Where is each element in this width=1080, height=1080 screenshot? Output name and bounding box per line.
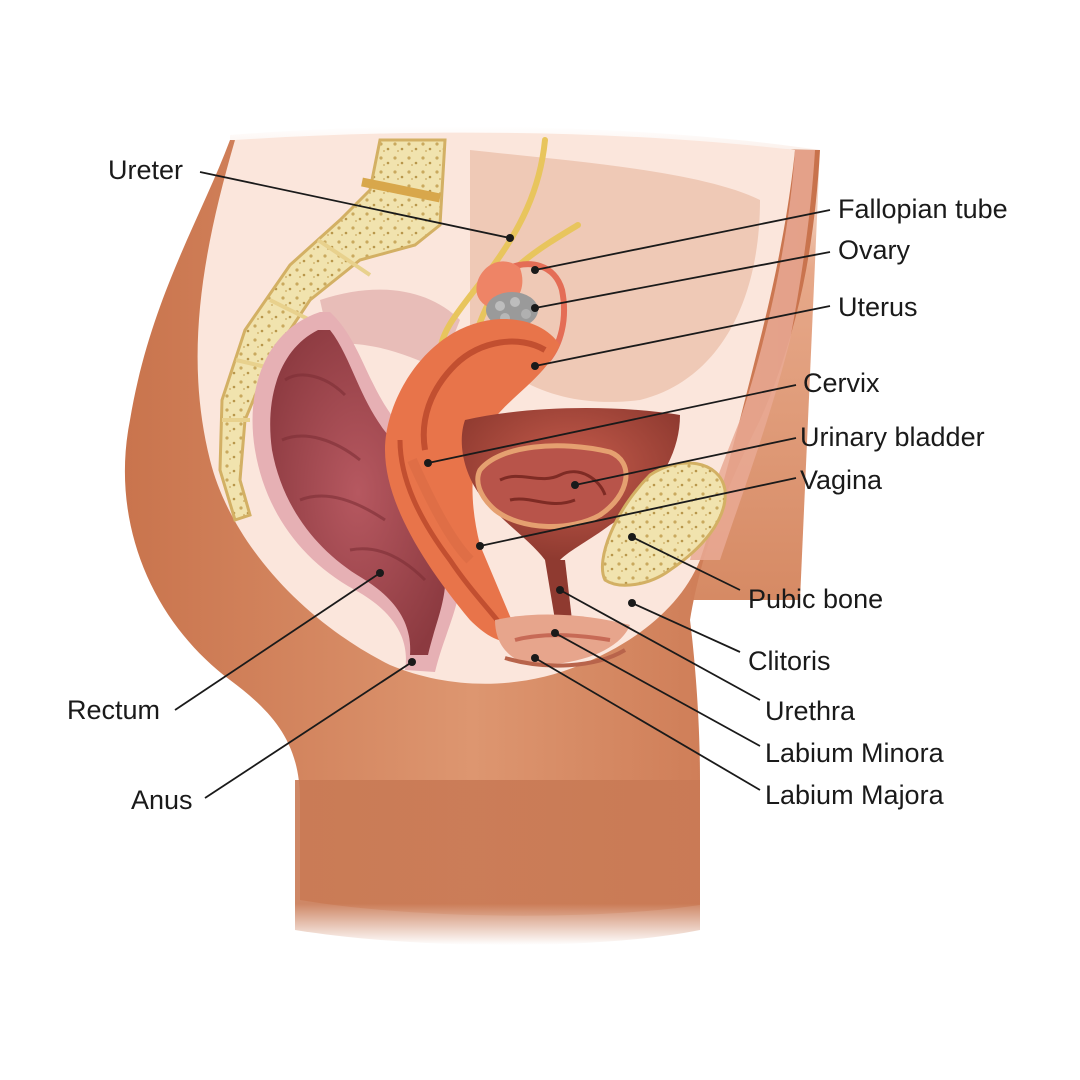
label-rectum: Rectum — [67, 695, 161, 725]
label-vagina: Vagina — [800, 465, 883, 495]
leader-dots — [376, 234, 636, 666]
label-urethra: Urethra — [765, 696, 856, 726]
label-clitoris: Clitoris — [748, 646, 831, 676]
label-urinary-bladder: Urinary bladder — [800, 422, 985, 452]
label-pubic-bone: Pubic bone — [748, 584, 884, 614]
bladder-organ — [461, 408, 680, 620]
leader-lines — [174, 171, 831, 799]
label-labium-minora: Labium Minora — [765, 738, 944, 768]
fallopian-ovary — [476, 261, 568, 362]
pubic-bone-shape — [600, 461, 727, 587]
label-ovary: Ovary — [838, 235, 911, 265]
label-ureter: Ureter — [108, 155, 184, 185]
label-labium-majora: Labium Majora — [765, 780, 944, 810]
rectum-organ — [252, 312, 461, 672]
label-cervix: Cervix — [803, 368, 880, 398]
label-fallopian-tube: Fallopian tube — [838, 194, 1008, 224]
muscle-strands — [320, 289, 460, 370]
label-anus: Anus — [131, 785, 193, 815]
label-uterus: Uterus — [838, 292, 918, 322]
vulva — [495, 614, 630, 668]
